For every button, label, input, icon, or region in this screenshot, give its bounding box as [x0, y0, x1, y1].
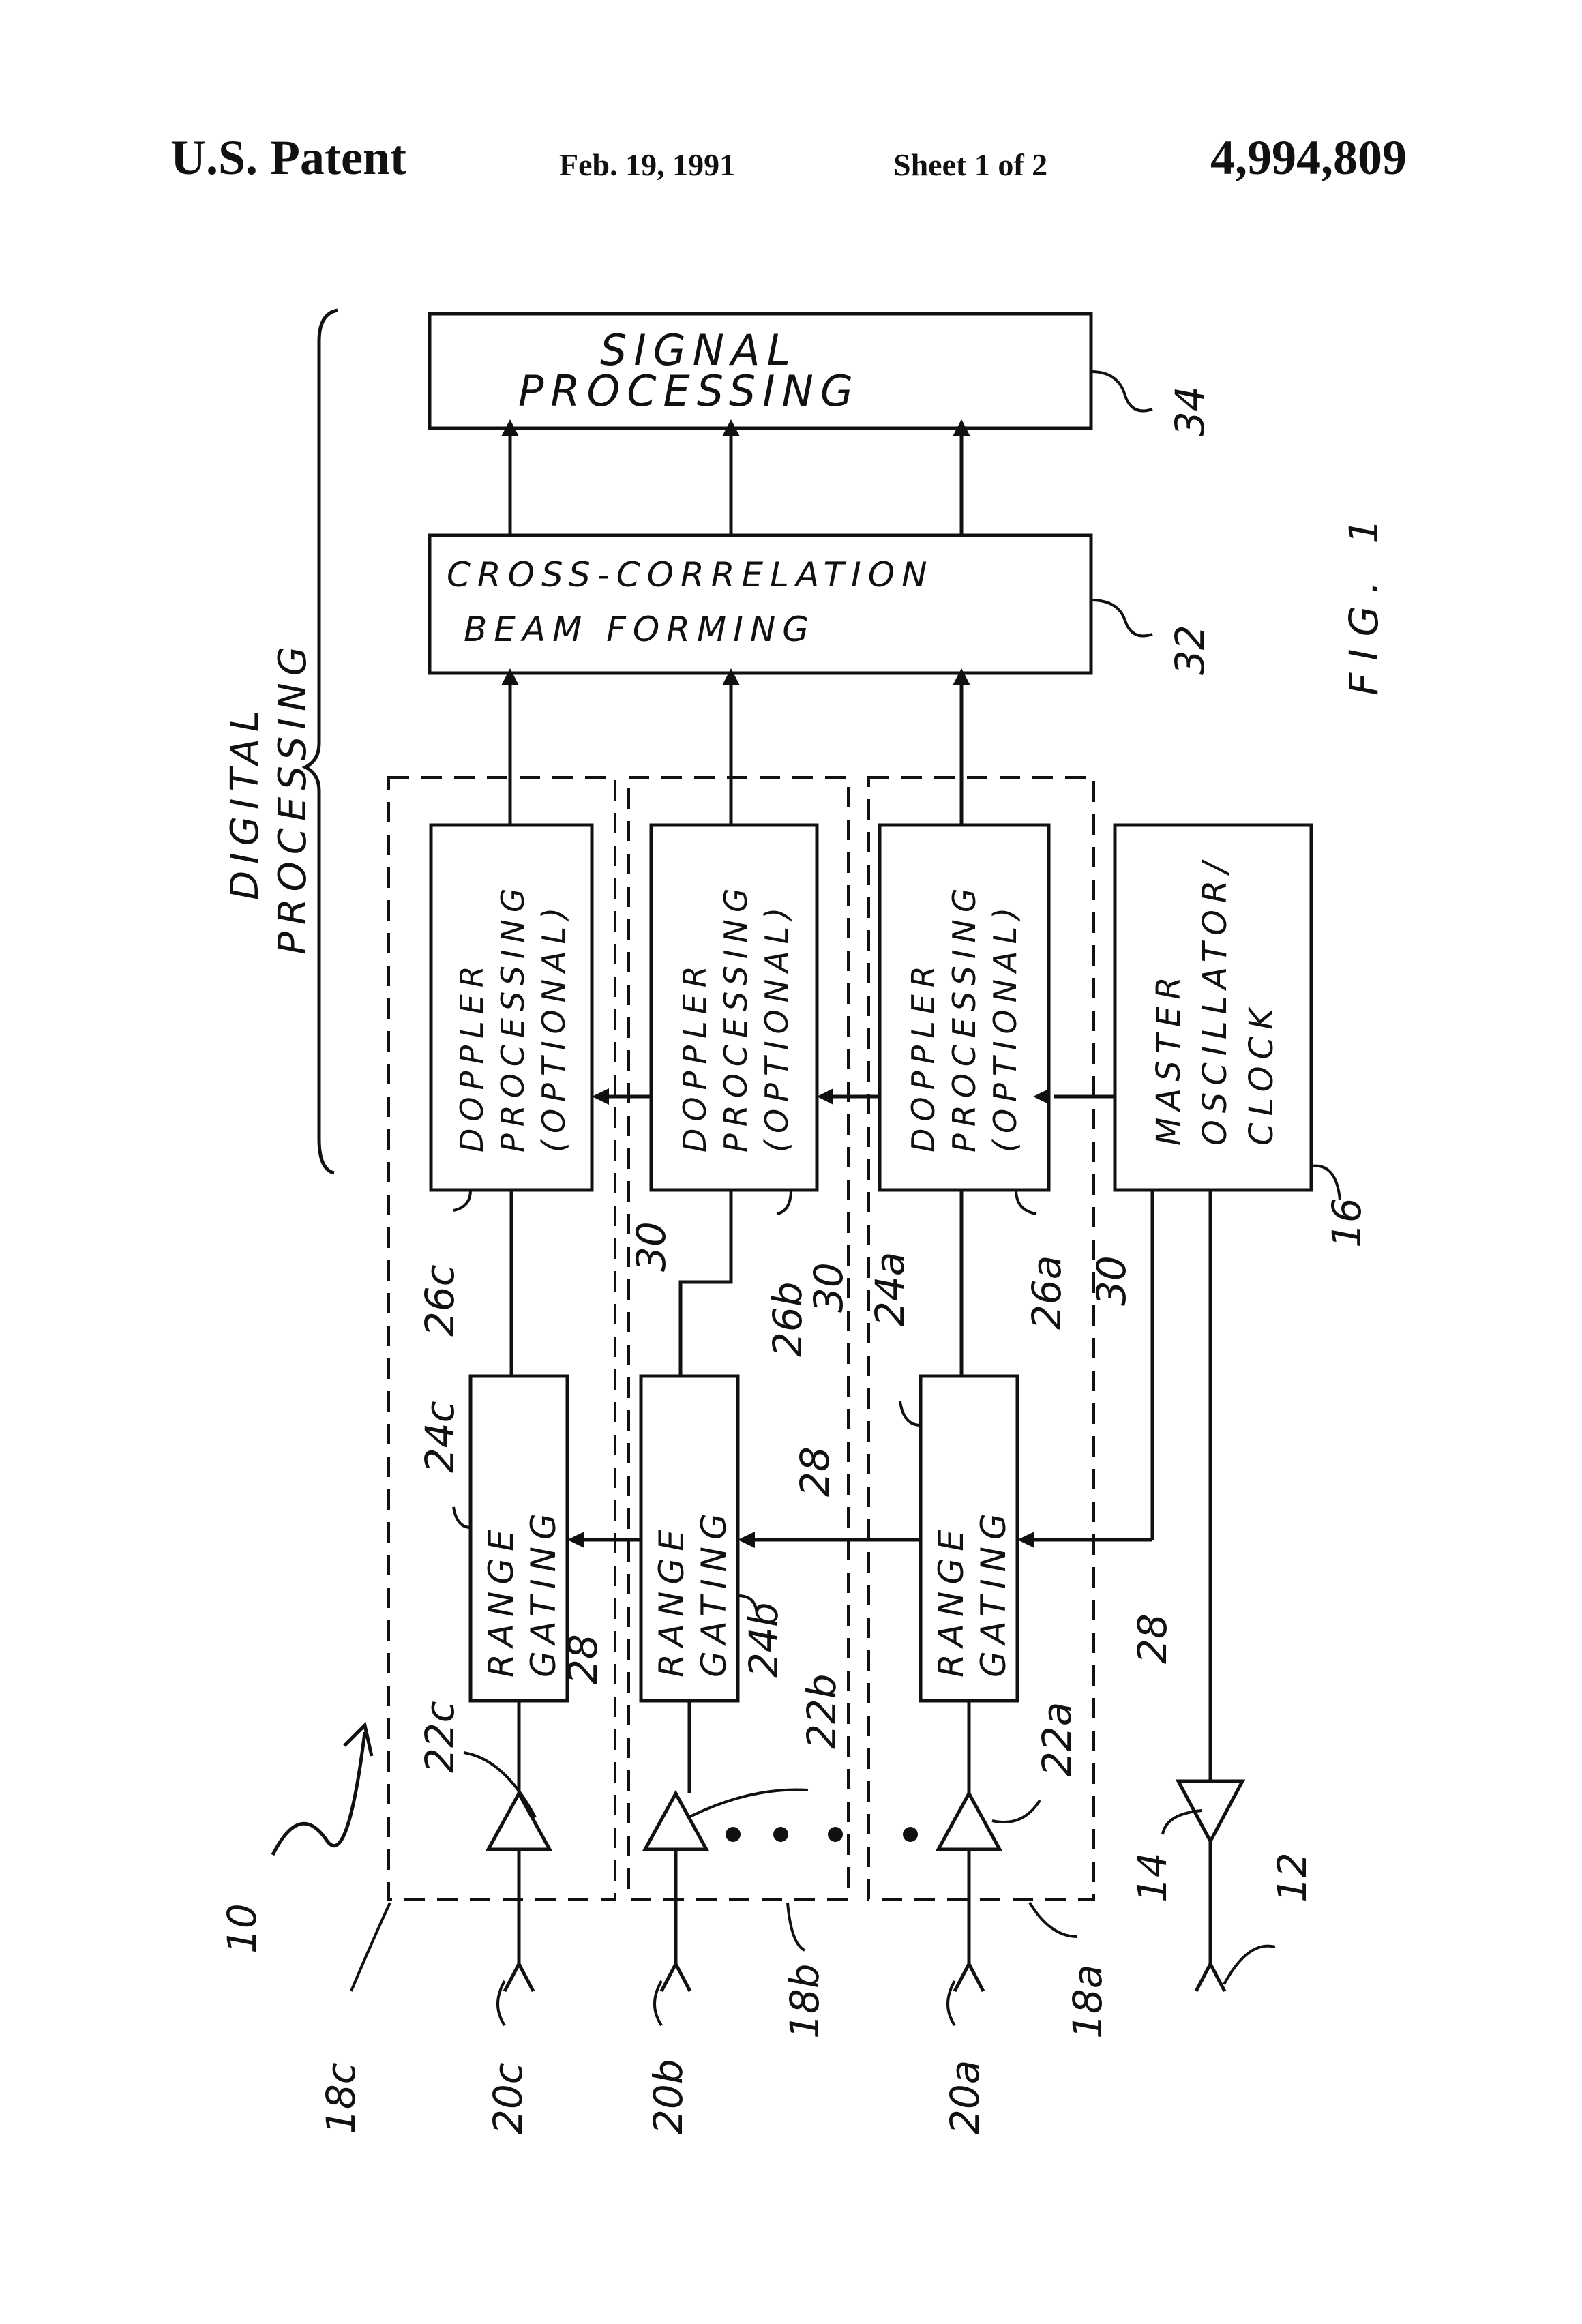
doppler-a-text-1: DOPPLER: [905, 959, 942, 1152]
doppler-c-text-2: PROCESSING: [494, 882, 531, 1152]
ref-30-c: 30: [628, 1221, 674, 1272]
ref-28-c: 28: [560, 1634, 606, 1684]
ref-18a: 18a: [1064, 1965, 1111, 2039]
range-gating-b-text-2: GATING: [694, 1506, 734, 1678]
ref-14: 14: [1129, 1852, 1176, 1903]
leader-18c: [351, 1903, 390, 1991]
doppler-a-text-3: (OPTIONAL): [987, 901, 1024, 1152]
ellipsis-dot-4: [903, 1827, 918, 1842]
ref-24a: 24a: [867, 1252, 913, 1326]
ref-10: 10: [219, 1903, 265, 1954]
leader-22c: [464, 1753, 535, 1817]
ref-18c: 18c: [318, 2062, 364, 2134]
leader-26c: [453, 1190, 471, 1210]
antenna-20a-icon: [955, 1964, 983, 1991]
arrowhead-clock-a-icon: [1033, 1088, 1050, 1105]
antenna-12-icon: [1196, 1964, 1225, 1991]
range-gating-b-text-1: RANGE: [652, 1523, 691, 1678]
leader-16: [1311, 1166, 1340, 1200]
system-10-arrow-icon: [273, 1732, 365, 1855]
ref-26a: 26a: [1024, 1255, 1070, 1330]
master-oscillator-text-2: OSCILLATOR/: [1196, 856, 1234, 1146]
arrowhead-clock-c-icon: [592, 1088, 609, 1105]
antenna-20b-icon: [661, 1964, 690, 1991]
leader-24c: [453, 1507, 471, 1528]
ref-30-b: 30: [805, 1262, 852, 1313]
amplifier-22b: [645, 1793, 706, 1849]
ref-20a: 20a: [942, 2060, 988, 2134]
range-gating-a-text-1: RANGE: [931, 1523, 971, 1678]
leader-20c: [498, 1981, 505, 2025]
ref-12: 12: [1269, 1852, 1315, 1903]
ref-24b: 24b: [741, 1602, 787, 1678]
leader-22b: [689, 1790, 808, 1818]
ref-26b: 26b: [764, 1281, 811, 1357]
doppler-b-text-3: (OPTIONAL): [758, 901, 795, 1152]
leader-26b: [777, 1190, 791, 1214]
doppler-a-text-2: PROCESSING: [946, 882, 983, 1152]
arrowhead-clock-b-icon: [817, 1088, 833, 1105]
master-oscillator-text-3: CLOCK: [1242, 1001, 1281, 1146]
ref-28-a: 28: [1129, 1613, 1176, 1664]
beam-forming-text-1: CROSS-CORRELATION: [447, 555, 934, 595]
doppler-c-text-1: DOPPLER: [453, 959, 490, 1152]
range-gating-a-text-2: GATING: [974, 1506, 1013, 1678]
signal-processing-text-2: PROCESSING: [518, 366, 860, 416]
doppler-b-text-1: DOPPLER: [676, 959, 713, 1152]
arrowhead-gate-c-icon: [567, 1532, 584, 1548]
ellipsis-dot-3: [828, 1827, 843, 1842]
arrowhead-bf-2-icon: [722, 668, 740, 685]
beam-forming-text-2: BEAM FORMING: [464, 610, 816, 649]
leader-26a: [1016, 1190, 1036, 1214]
ellipsis-dot-1: [726, 1827, 741, 1842]
leader-20a: [948, 1981, 955, 2025]
leader-20b: [655, 1981, 661, 2025]
ref-24c: 24c: [417, 1401, 463, 1473]
arrowhead-bf-1-icon: [501, 668, 519, 685]
system-10-arrowhead-icon: [344, 1725, 372, 1756]
leader-18a: [1030, 1903, 1077, 1937]
doppler-b-text-2: PROCESSING: [717, 882, 754, 1152]
figure-caption: FIG. 1: [1341, 507, 1387, 696]
doppler-c-text-3: (OPTIONAL): [535, 901, 572, 1152]
leader-32: [1091, 600, 1152, 636]
ref-16: 16: [1324, 1197, 1370, 1248]
ref-20c: 20c: [485, 2062, 531, 2134]
ellipsis-dot-2: [773, 1827, 788, 1842]
leader-24a: [900, 1401, 921, 1425]
master-oscillator-text-1: MASTER: [1150, 970, 1188, 1146]
leader-22a: [992, 1800, 1040, 1822]
arrowhead-gate-a-icon: [1017, 1532, 1034, 1548]
amplifier-22a: [938, 1793, 1000, 1849]
ref-28-b: 28: [792, 1446, 838, 1497]
ref-32: 32: [1167, 625, 1213, 675]
gate-b-to-doppler-line: [681, 1190, 731, 1376]
ref-26c: 26c: [417, 1264, 463, 1337]
ref-30-a: 30: [1088, 1255, 1135, 1306]
leader-18b: [788, 1903, 805, 1950]
arrowhead-gate-b-icon: [738, 1532, 755, 1548]
digital-label: DIGITAL: [223, 704, 267, 900]
leader-12: [1224, 1946, 1275, 1984]
processing-label: PROCESSING: [271, 640, 315, 955]
ref-22b: 22b: [799, 1673, 845, 1749]
range-gating-c-text-1: RANGE: [481, 1523, 521, 1678]
ref-22a: 22a: [1034, 1702, 1080, 1776]
leader-34: [1091, 372, 1152, 411]
ref-34: 34: [1167, 386, 1213, 436]
ref-18b: 18b: [781, 1963, 828, 2039]
antenna-20c-icon: [505, 1964, 533, 1991]
transmit-amplifier-14: [1178, 1781, 1242, 1841]
ref-22c: 22c: [417, 1701, 463, 1773]
ref-20b: 20b: [645, 2059, 691, 2134]
amplifier-22c: [488, 1793, 550, 1849]
arrowhead-bf-3-icon: [953, 668, 970, 685]
range-gating-c-text-2: GATING: [524, 1506, 563, 1678]
